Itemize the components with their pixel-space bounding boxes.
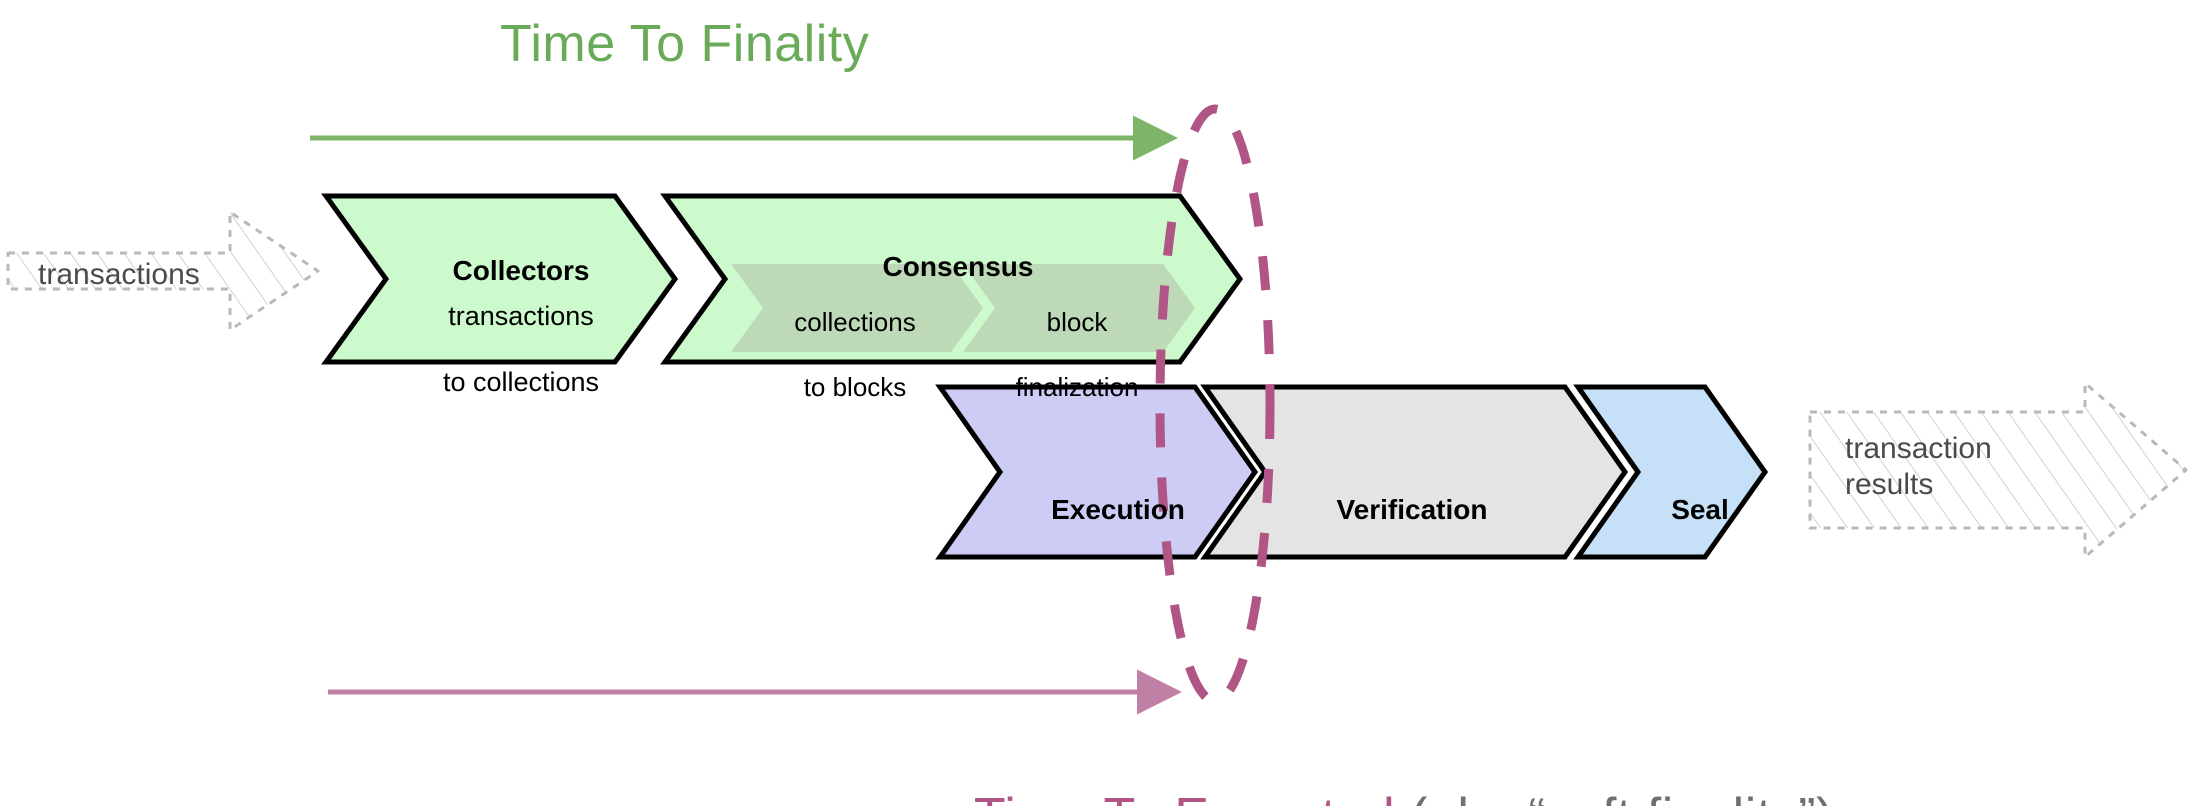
collectors-subtitle-line2: to collections: [442, 366, 600, 397]
input-transactions-label: transactions: [38, 258, 200, 291]
stage-chevron-collectors[interactable]: [321, 193, 679, 365]
collectors-title-wrap: Collectors: [351, 219, 691, 322]
verification-title: Verification: [1336, 493, 1488, 525]
seal-title: Seal: [1671, 493, 1729, 525]
inner-label-block-finalization: block finalization: [947, 272, 1207, 438]
output-ghost-arrow: [1808, 381, 2188, 559]
collections-to-blocks-line1: collections: [794, 306, 916, 337]
input-ghost-arrow: [6, 210, 320, 332]
stage-chevron-execution[interactable]: [935, 384, 1259, 560]
execution-title-wrap: Execution: [968, 458, 1268, 561]
inner-label-collections-to-blocks: collections to blocks: [725, 272, 985, 438]
verification-title-wrap: Verification: [1242, 458, 1582, 561]
finality-boundary-ellipse: [1155, 104, 1275, 706]
inner-chevron-block-finalization: [963, 264, 1195, 352]
collectors-subtitle-line1: transactions: [448, 300, 594, 331]
seal-title-wrap: Seal: [1600, 458, 1800, 561]
block-finalization-line2: finalization: [1015, 371, 1139, 402]
consensus-title: Consensus: [882, 250, 1034, 282]
execution-title: Execution: [1051, 493, 1185, 525]
block-finalization-line1: block: [1046, 306, 1108, 337]
time-to-executed-label: Time To Executed: [974, 788, 1395, 806]
inner-chevron-collections-to-blocks: [731, 264, 983, 352]
collectors-subtitle-wrap: transactions to collections: [341, 265, 701, 433]
soft-finality-note: (aka “soft finality”): [1395, 788, 1834, 806]
collectors-title: Collectors: [452, 254, 590, 286]
collections-to-blocks-line2: to blocks: [803, 371, 907, 402]
time-to-executed-title: Time To Executed (aka “soft finality”): [915, 730, 1834, 806]
time-to-finality-title: Time To Finality: [500, 15, 870, 73]
output-results-label-line1: transaction: [1845, 432, 1992, 465]
consensus-title-wrap: Consensus: [778, 215, 1138, 318]
output-results-label-line2: results: [1845, 468, 1934, 501]
stage-chevron-seal[interactable]: [1573, 384, 1769, 560]
